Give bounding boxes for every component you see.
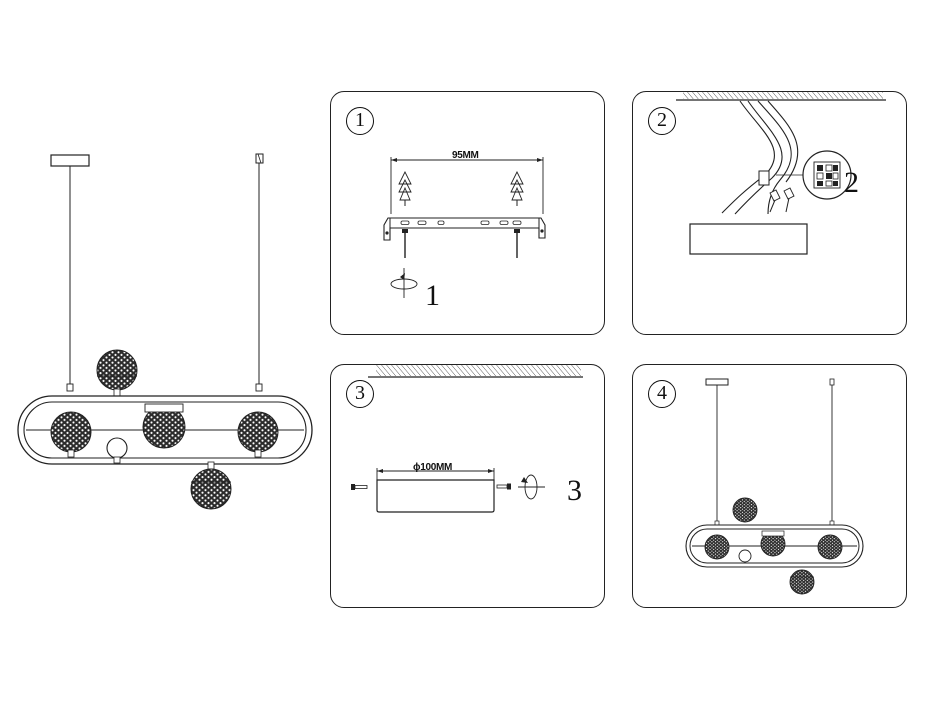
mounting-box — [689, 223, 808, 255]
screw-icon — [496, 483, 511, 490]
step-sub-label: 2 — [844, 166, 859, 199]
ceiling-canopy — [50, 154, 90, 167]
anchor-icon — [510, 170, 524, 206]
rotate-icon — [390, 268, 418, 298]
mesh-globe-icon — [96, 349, 138, 397]
step-badge: 4 — [648, 380, 676, 408]
mesh-globe-icon — [817, 534, 843, 560]
dimension-label: ϕ100MM — [413, 462, 453, 473]
step2-wiring-drawing — [676, 91, 886, 255]
step-1-panel: 1 95MM 1 — [330, 91, 605, 335]
step-badge: 3 — [346, 380, 374, 408]
anchor-icon — [398, 170, 412, 206]
step-badge: 1 — [346, 107, 374, 135]
dimension-label: 95MM — [452, 150, 479, 161]
step-4-panel: 4 — [632, 364, 907, 608]
rotate-icon — [518, 474, 545, 500]
mesh-globe-icon — [190, 461, 232, 510]
mesh-globe-icon — [760, 530, 786, 557]
mesh-globe-icon — [237, 411, 279, 458]
mesh-globe-icon — [732, 497, 758, 523]
screw-icon — [514, 229, 520, 258]
step3-canopy-drawing — [351, 365, 583, 513]
step-3-panel: 3 ϕ100MM 3 — [330, 364, 605, 608]
mesh-globe-icon — [142, 403, 186, 449]
step-sub-label: 3 — [567, 474, 582, 507]
step-2-panel: 2 2 — [632, 91, 907, 335]
step4-finished-lamp — [685, 378, 864, 595]
step-sub-label: 1 — [425, 279, 440, 312]
lamp-frame-inner — [23, 401, 307, 459]
small-globe — [106, 437, 128, 459]
mesh-globe-icon — [704, 534, 730, 560]
screw-icon — [351, 484, 368, 490]
lamp-frame-outer — [17, 395, 313, 465]
step1-bracket-drawing — [383, 157, 546, 298]
canopy-cup — [376, 479, 495, 513]
screw-icon — [402, 229, 408, 258]
mesh-globe-icon — [789, 569, 815, 595]
step-badge: 2 — [648, 107, 676, 135]
mesh-globe-icon — [50, 411, 92, 458]
